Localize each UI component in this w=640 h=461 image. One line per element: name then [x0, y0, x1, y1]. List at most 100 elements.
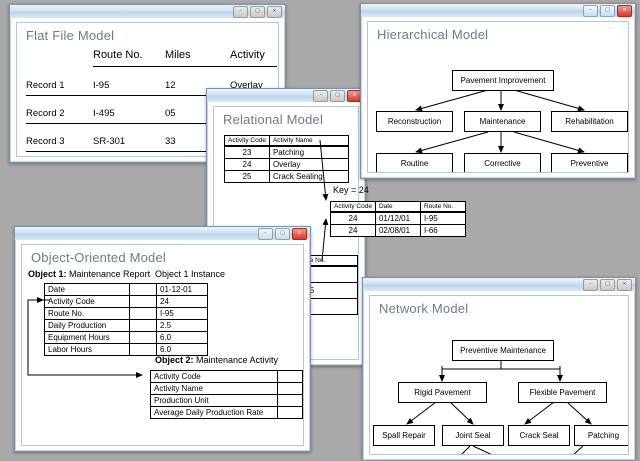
node-preventive: Preventive: [551, 153, 628, 172]
column-header-miles: Miles: [165, 49, 191, 61]
key-label: Key = 24: [333, 185, 369, 195]
minimize-icon[interactable]: –: [233, 6, 248, 18]
cell-name: Overlay: [268, 158, 349, 171]
edge-root-rehabilitation: [513, 89, 585, 112]
minimize-icon[interactable]: –: [583, 279, 598, 291]
minimize-icon[interactable]: –: [313, 90, 328, 102]
cell-miles-2: 05: [165, 108, 176, 119]
header-activity-code: Activity Code: [330, 201, 376, 213]
edge-activity-code-link: [27, 299, 143, 378]
table-row: Labor Hours: [44, 343, 157, 356]
node-crack-seal: Crack Seal: [508, 425, 570, 446]
cell-route-3: SR-301: [93, 136, 126, 147]
window-controls-relational: – □ ×: [313, 90, 362, 102]
node-maintenance: Maintenance: [464, 111, 541, 132]
object2-label: Object 2: Maintenance Activity: [155, 355, 278, 365]
table-activity-codes: Activity Code Activity Name 23 Patching …: [224, 135, 349, 183]
close-icon[interactable]: ×: [267, 6, 282, 18]
cell-name: Patching: [268, 145, 349, 159]
window-body-object-oriented: Object-Oriented Model Object 1: Maintena…: [15, 240, 310, 451]
cell-code: 24: [224, 158, 270, 171]
minimize-icon[interactable]: –: [258, 228, 273, 240]
titlebar-object-oriented[interactable]: – □ ×: [15, 227, 310, 241]
row-label-record-3: Record 3: [26, 136, 65, 147]
cell-miles-1: 12: [165, 80, 176, 91]
table-object2-fields: Activity Code Activity Name Production U…: [149, 370, 303, 419]
edge-maintenance-preventive: [513, 131, 585, 154]
close-icon[interactable]: ×: [292, 228, 307, 240]
page-title-hierarchical: Hierarchical Model: [377, 27, 489, 42]
window-controls-flat-file: – □ ×: [233, 6, 282, 18]
table-row: 23 Patching: [224, 145, 349, 159]
cell-code: 24: [330, 224, 376, 237]
table-row: Activity Code Activity Name: [224, 135, 349, 147]
cell-activity-1: Overlay: [230, 80, 263, 91]
titlebar-flat-file[interactable]: – □ ×: [10, 5, 285, 19]
titlebar-network[interactable]: – □ ×: [363, 278, 635, 292]
object1-label-rest: Maintenance Report: [66, 269, 151, 279]
page-title-relational: Relational Model: [223, 112, 324, 127]
titlebar-relational[interactable]: – □ ×: [207, 89, 365, 103]
node-rehabilitation: Rehabilitation: [551, 111, 628, 132]
minimize-icon[interactable]: –: [583, 5, 598, 17]
edge-joint-down-right: [472, 445, 492, 454]
header-route-no: Route No.: [419, 201, 466, 213]
table-object1-instance-values: 01-12-01 24 I-95 2.5 6.0 6.0: [156, 283, 208, 356]
maximize-icon[interactable]: □: [330, 90, 345, 102]
network-diagram-arrows: [406, 359, 592, 454]
window-controls-object-oriented: – □ ×: [258, 228, 307, 240]
hierarchical-diagram-arrows: [415, 89, 585, 154]
node-pavement-improvement: Pavement Improvement: [452, 70, 554, 91]
titlebar-hierarchical[interactable]: – □ ×: [361, 4, 635, 18]
cell-route-1: I-95: [93, 80, 110, 91]
object2-label-bold: Object 2:: [155, 355, 194, 365]
table-row: Activity Name: [149, 382, 303, 395]
close-icon[interactable]: ×: [617, 5, 632, 17]
window-controls-hierarchical: – □ ×: [583, 5, 632, 17]
maximize-icon[interactable]: □: [250, 6, 265, 18]
maximize-icon[interactable]: □: [600, 5, 615, 17]
edge-rigid-joint: [449, 401, 474, 425]
key-callout-group: Key = 24 Activity Code Date Route No. 24…: [318, 139, 468, 265]
table-row: 24 02/08/01 I-66: [330, 224, 466, 237]
table-row: 24 Overlay: [224, 158, 349, 171]
edge-rigid-spall: [406, 401, 437, 425]
node-spall-repair: Spall Repair: [373, 425, 435, 446]
node-preventive-maintenance: Preventive Maintenance: [452, 340, 554, 361]
node-patching: Patching: [574, 425, 628, 446]
header-activity-code: Activity Code: [224, 135, 270, 147]
row-label-record-1: Record 1: [26, 80, 65, 91]
object1-label-bold: Object 1:: [28, 269, 67, 279]
window-body-hierarchical: Hierarchical Model Pavement Improvement …: [361, 17, 635, 178]
table-divider: [93, 66, 277, 67]
node-rigid-pavement: Rigid Pavement: [398, 382, 487, 403]
edge-root-flexible-h: [500, 359, 560, 370]
cell-name: Crack Sealing: [268, 170, 349, 183]
field-value-blank: [277, 406, 303, 419]
cell-route: I-66: [419, 224, 466, 237]
close-icon[interactable]: ×: [617, 279, 632, 291]
arrow-to-key-table: [319, 139, 329, 201]
edge-patching-down: [573, 445, 584, 454]
window-body-network: Network Model Preventive M: [363, 291, 635, 460]
value-labor-hours: 6.0: [156, 343, 208, 356]
object1-label: Object 1: Maintenance Report: [28, 269, 150, 279]
maximize-icon[interactable]: □: [275, 228, 290, 240]
table-object1-fields: Date Activity Code Route No. Daily Produ…: [44, 283, 157, 356]
node-corrective: Corrective: [464, 153, 541, 172]
edge-flexible-crack: [524, 401, 555, 425]
window-hierarchical-model[interactable]: – □ × Hierarchical Model Pavement Imp: [360, 3, 636, 179]
cell-code: 23: [224, 145, 270, 159]
object-link-arrows: [27, 297, 143, 378]
page-title-network: Network Model: [379, 301, 469, 316]
window-object-oriented-model[interactable]: – □ × Object-Oriented Model Object 1: Ma…: [14, 226, 311, 452]
cell-date: 02/08/01: [374, 224, 421, 237]
window-network-model[interactable]: – □ × Network Model: [362, 277, 636, 461]
field-avg-daily-production-rate: Average Daily Production Rate: [149, 406, 279, 419]
column-header-route-no: Route No.: [93, 49, 143, 61]
edge-flexible-patching: [566, 401, 592, 425]
maximize-icon[interactable]: □: [600, 279, 615, 291]
window-content-hierarchical: Hierarchical Model Pavement Improvement …: [367, 21, 629, 173]
cell-route-2: I-495: [93, 108, 115, 119]
